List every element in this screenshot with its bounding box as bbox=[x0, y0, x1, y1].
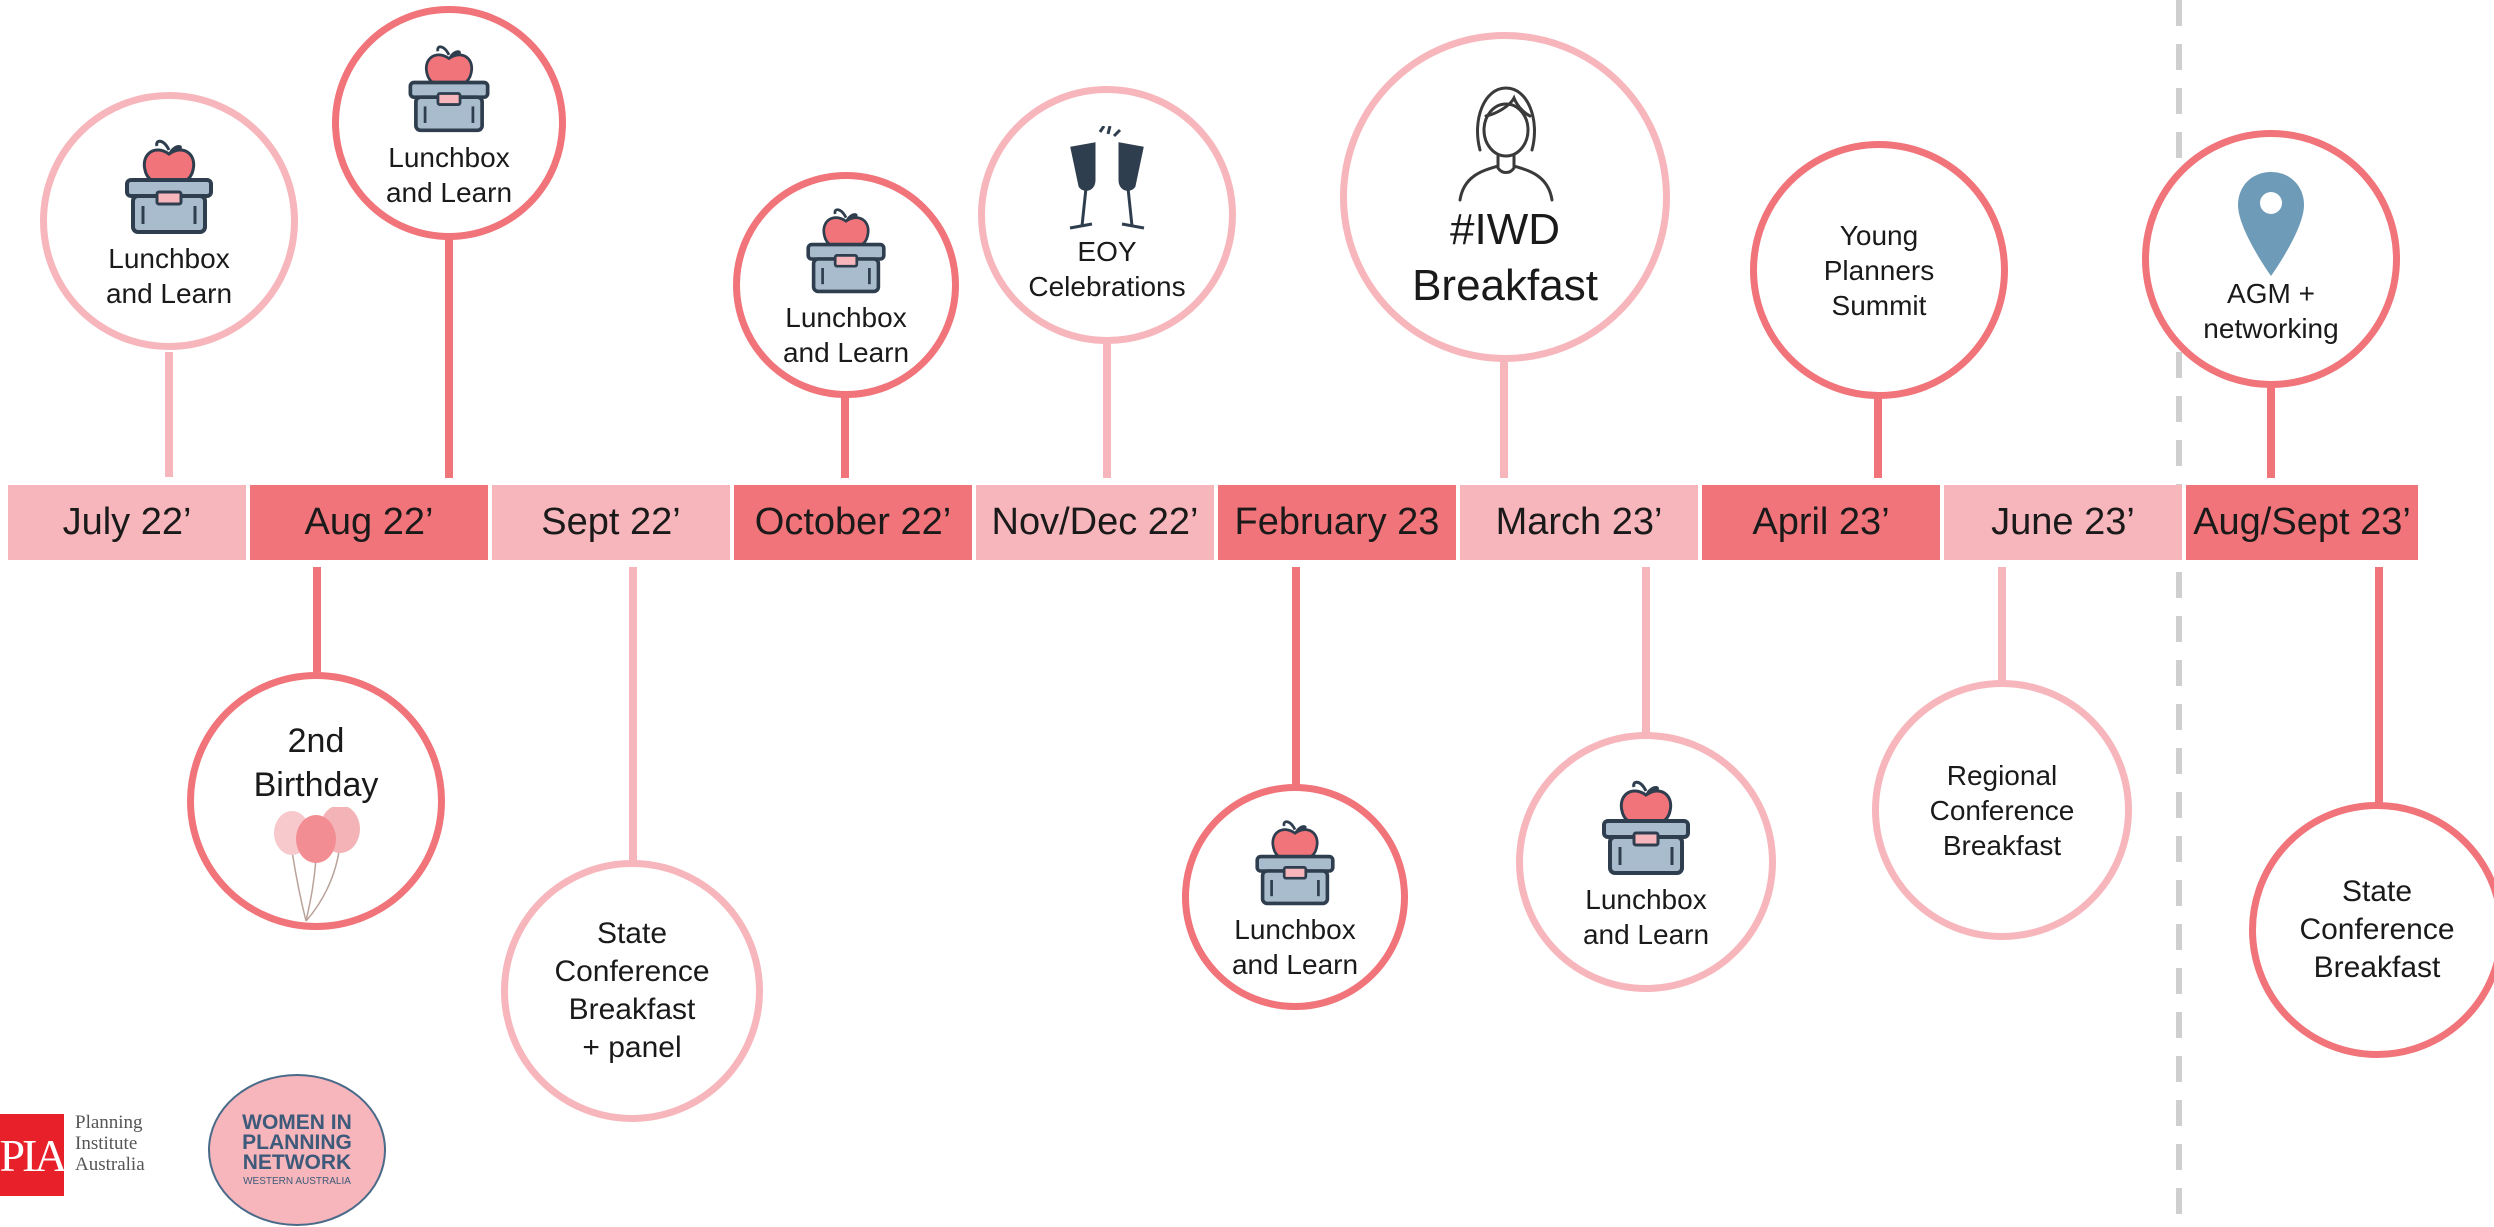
event-label: Regional Conference Breakfast bbox=[1929, 759, 2075, 861]
event-label: EOY Celebrations bbox=[1028, 236, 1186, 302]
event-eoy-celebrations: EOY Celebrations bbox=[978, 86, 1236, 344]
event-label: State Conference Breakfast bbox=[2299, 875, 2455, 984]
event-young-planners: Young Planners Summit bbox=[1750, 141, 2008, 399]
connector bbox=[1103, 341, 1111, 478]
month-march-23: March 23’ bbox=[1460, 485, 1698, 560]
month-nov-dec-22: Nov/Dec 22’ bbox=[976, 485, 1214, 560]
event-regional-conference: Regional Conference Breakfast bbox=[1872, 680, 2132, 940]
pia-logo-text: PIA bbox=[0, 1129, 64, 1181]
month-aug-sept-23: Aug/Sept 23’ bbox=[2186, 485, 2418, 560]
event-label: Lunchbox and Learn bbox=[782, 302, 910, 368]
event-state-conference-panel: State Conference Breakfast + panel bbox=[501, 860, 763, 1122]
location-pin-icon bbox=[2238, 172, 2304, 276]
lunchbox-apple-icon bbox=[1602, 780, 1690, 875]
event-aug-lunchbox: Lunchbox and Learn bbox=[332, 6, 566, 240]
month-april-23: April 23’ bbox=[1702, 485, 1940, 560]
event-label: Young Planners Summit bbox=[1823, 219, 1935, 321]
connector bbox=[1642, 567, 1650, 734]
lunchbox-apple-icon bbox=[1255, 819, 1335, 906]
woman-avatar-icon bbox=[1458, 86, 1554, 202]
event-state-conference: State Conference Breakfast bbox=[2249, 802, 2494, 1058]
lunchbox-apple-icon bbox=[125, 139, 213, 234]
connector bbox=[1500, 360, 1508, 478]
pia-logo-name: Planning Institute Australia bbox=[75, 1112, 145, 1175]
pia-logo-mark: PIA bbox=[0, 1114, 64, 1196]
event-agm-networking: AGM + networking bbox=[2142, 130, 2400, 388]
connector bbox=[165, 352, 173, 477]
connector bbox=[445, 238, 453, 478]
event-label: Lunchbox and Learn bbox=[1582, 884, 1710, 950]
connector bbox=[629, 567, 637, 864]
connector bbox=[1998, 567, 2006, 682]
event-iwd-breakfast: #IWD Breakfast bbox=[1340, 32, 1670, 362]
month-june-23: June 23’ bbox=[1944, 485, 2182, 560]
month-aug-22: Aug 22’ bbox=[250, 485, 488, 560]
event-label: #IWD Breakfast bbox=[1412, 205, 1598, 310]
balloons-icon bbox=[274, 807, 360, 922]
section-divider bbox=[2176, 0, 2182, 1227]
month-july-22: July 22’ bbox=[8, 485, 246, 560]
champagne-glasses-icon bbox=[1069, 126, 1145, 230]
event-label: Lunchbox and Learn bbox=[1231, 914, 1359, 980]
connector bbox=[313, 567, 321, 672]
event-label: Lunchbox and Learn bbox=[105, 243, 233, 309]
lunchbox-apple-icon bbox=[806, 207, 886, 294]
event-2nd-birthday: 2nd Birthday bbox=[187, 672, 445, 930]
event-july-lunchbox: Lunchbox and Learn bbox=[40, 92, 298, 350]
month-february-23: February 23 bbox=[1218, 485, 1456, 560]
connector bbox=[2267, 386, 2275, 478]
event-label: AGM + networking bbox=[2203, 278, 2339, 344]
lunchbox-apple-icon bbox=[408, 44, 490, 133]
connector bbox=[1292, 567, 1300, 787]
event-february-lunchbox: Lunchbox and Learn bbox=[1182, 784, 1408, 1010]
connector bbox=[841, 396, 849, 478]
event-label: Lunchbox and Learn bbox=[385, 142, 513, 208]
wipn-logo-name: WOMEN IN PLANNING NETWORK bbox=[242, 1111, 352, 1174]
event-october-lunchbox: Lunchbox and Learn bbox=[733, 172, 959, 398]
event-label: 2nd Birthday bbox=[253, 722, 379, 804]
month-october-22: October 22’ bbox=[734, 485, 972, 560]
event-march-lunchbox: Lunchbox and Learn bbox=[1516, 732, 1776, 992]
event-label: State Conference Breakfast + panel bbox=[554, 917, 710, 1064]
month-sept-22: Sept 22’ bbox=[492, 485, 730, 560]
connector bbox=[2375, 567, 2383, 805]
wipn-logo-subtitle: WESTERN AUSTRALIA bbox=[243, 1176, 351, 1187]
connector bbox=[1874, 396, 1882, 478]
wipn-logo: WOMEN IN PLANNING NETWORK WESTERN AUSTRA… bbox=[208, 1074, 386, 1226]
